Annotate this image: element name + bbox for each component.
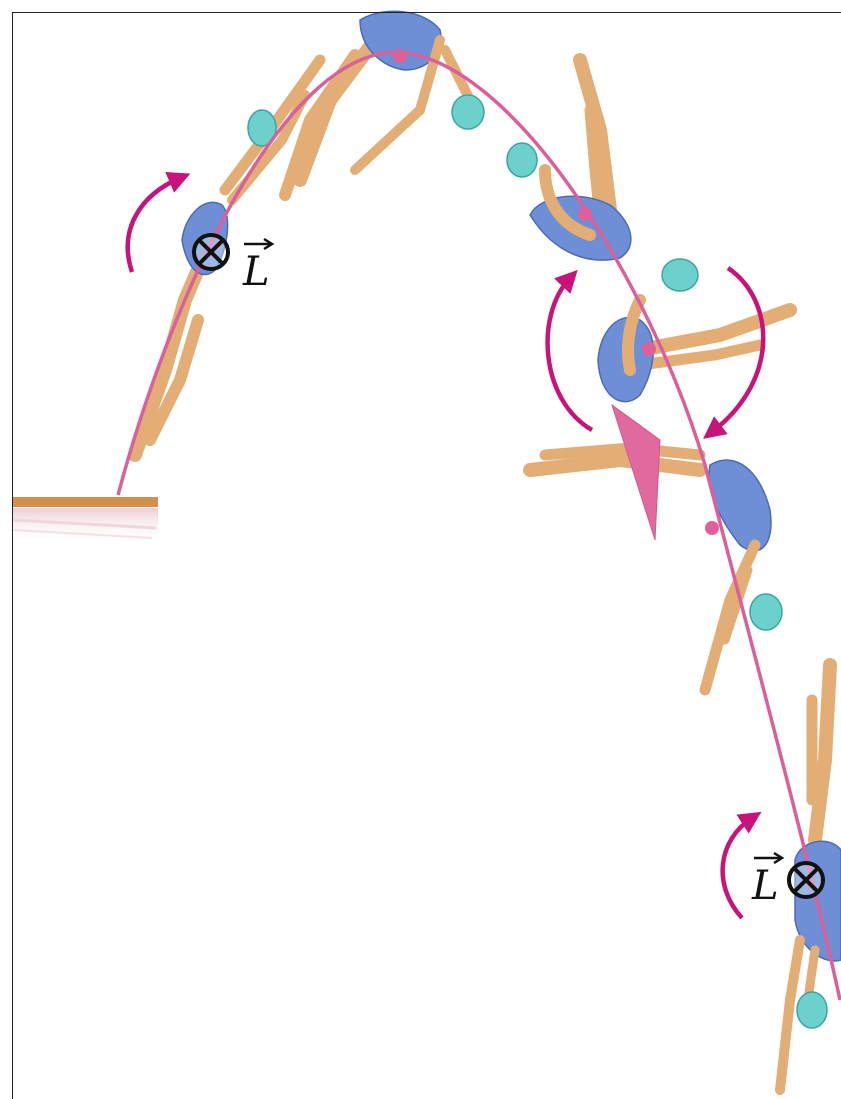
rotation-arrow-top-left (128, 178, 180, 272)
vector-arrow-icon (244, 239, 272, 249)
circled-x-icon (789, 863, 823, 897)
angular-momentum-label-bottom: L (751, 863, 779, 909)
rotation-arrow-bottom-left (723, 818, 752, 918)
angular-momentum-label-top: L (242, 249, 270, 295)
vector-arrow-icon (754, 853, 782, 863)
diving-board (12, 497, 158, 545)
rotation-arrow-mid-left (548, 278, 592, 430)
pink-wedge-pointer (612, 405, 660, 540)
cm-marker (705, 521, 719, 535)
circled-x-icon (194, 235, 228, 269)
angular-momentum-top: L (194, 235, 272, 295)
diver-pose-pike (507, 60, 631, 260)
cm-marker (578, 207, 592, 221)
diver-pose-apex (285, 11, 484, 195)
cm-marker (393, 49, 407, 63)
cm-marker (642, 342, 656, 356)
